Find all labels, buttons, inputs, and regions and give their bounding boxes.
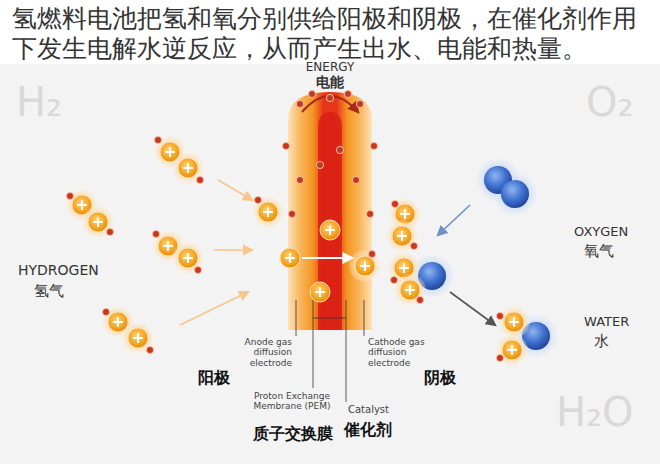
part-label: HYDROGEN: [18, 262, 99, 279]
part-label: Cathode gas diffusion electrode: [368, 337, 430, 368]
part-label: Catalyst: [348, 404, 389, 416]
part-label: ENERGY: [298, 60, 362, 74]
title: 氢燃料电池把氢和氧分别供给阳极和阴极，在催化剂作用下发生电解水逆反应，从而产生出…: [12, 4, 652, 64]
part-label: 水: [594, 332, 609, 350]
part-label: Proton Exchange Membrane (PEM): [244, 391, 340, 412]
formula-label: H₂: [16, 78, 62, 126]
formula-label: O₂: [586, 78, 634, 126]
part-label: 阳极: [198, 368, 230, 387]
part-label: 阴极: [424, 368, 456, 387]
part-label: 催化剂: [344, 420, 392, 439]
part-label: 质子交换膜: [248, 424, 338, 443]
part-label: 氧气: [584, 242, 614, 260]
part-label: 电能: [298, 74, 362, 91]
part-label: Anode gas diffusion electrode: [230, 337, 292, 368]
formula-label: H₂O: [556, 388, 634, 436]
part-label: WATER: [584, 314, 629, 330]
part-label: OXYGEN: [574, 224, 628, 240]
part-label: 氢气: [34, 282, 64, 300]
